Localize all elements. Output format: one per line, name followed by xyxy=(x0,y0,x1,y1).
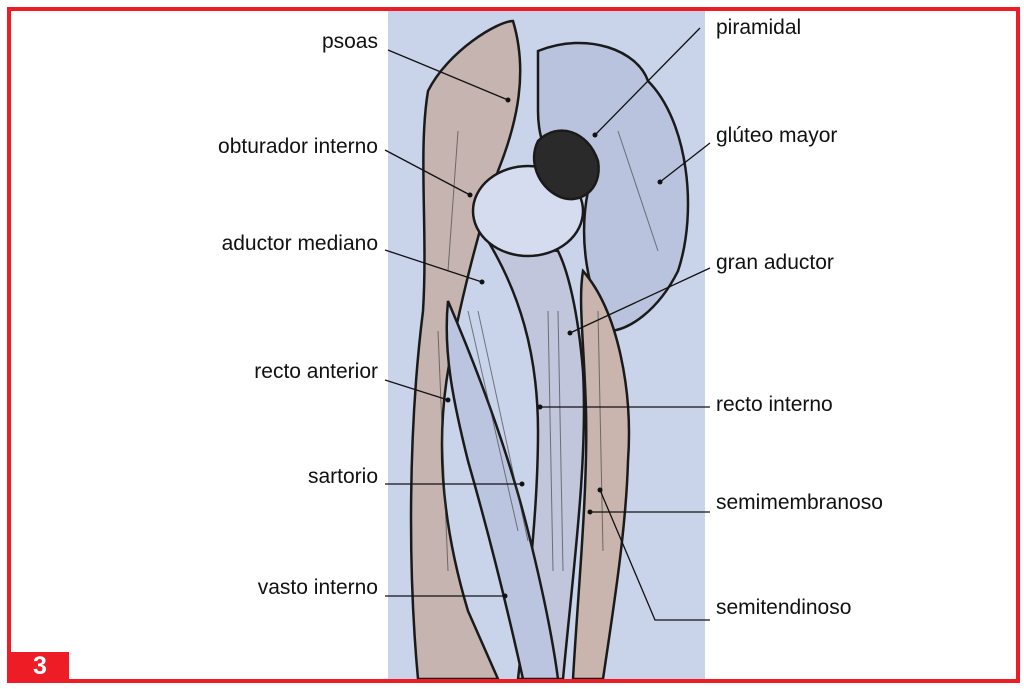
leader-line-piramidal xyxy=(594,27,701,136)
label-gran-aductor: gran aductor xyxy=(716,251,834,274)
leader-line-aductor-mediano xyxy=(384,249,483,283)
label-piramidal: piramidal xyxy=(716,16,802,39)
label-semimembranoso: semimembranoso xyxy=(716,491,883,514)
label-semitendinoso: semitendinoso xyxy=(716,596,852,619)
leader-line-semitendinoso xyxy=(599,489,710,621)
thigh-muscle-illustration xyxy=(388,11,705,681)
label-sartorio: sartorio xyxy=(307,465,378,488)
leader-line-gran-aductor xyxy=(569,267,711,334)
leader-line-obturador-interno xyxy=(384,149,471,196)
label-gluteo-mayor: glúteo mayor xyxy=(716,124,838,147)
figure-number-badge: 3 xyxy=(11,652,69,680)
label-recto-anterior: recto anterior xyxy=(254,360,378,383)
leader-line-psoas xyxy=(387,49,509,101)
label-vasto-interno: vasto interno xyxy=(257,576,378,599)
leader-line-recto-anterior xyxy=(384,379,449,401)
label-psoas: psoas xyxy=(321,30,378,53)
label-recto-interno: recto interno xyxy=(716,393,833,416)
figure-border xyxy=(7,7,1020,683)
label-obturador-interno: obturador interno xyxy=(218,135,378,158)
leader-line-gluteo-mayor xyxy=(659,142,711,183)
label-aductor-mediano: aductor mediano xyxy=(221,232,378,255)
muscle-sketch xyxy=(409,19,690,681)
